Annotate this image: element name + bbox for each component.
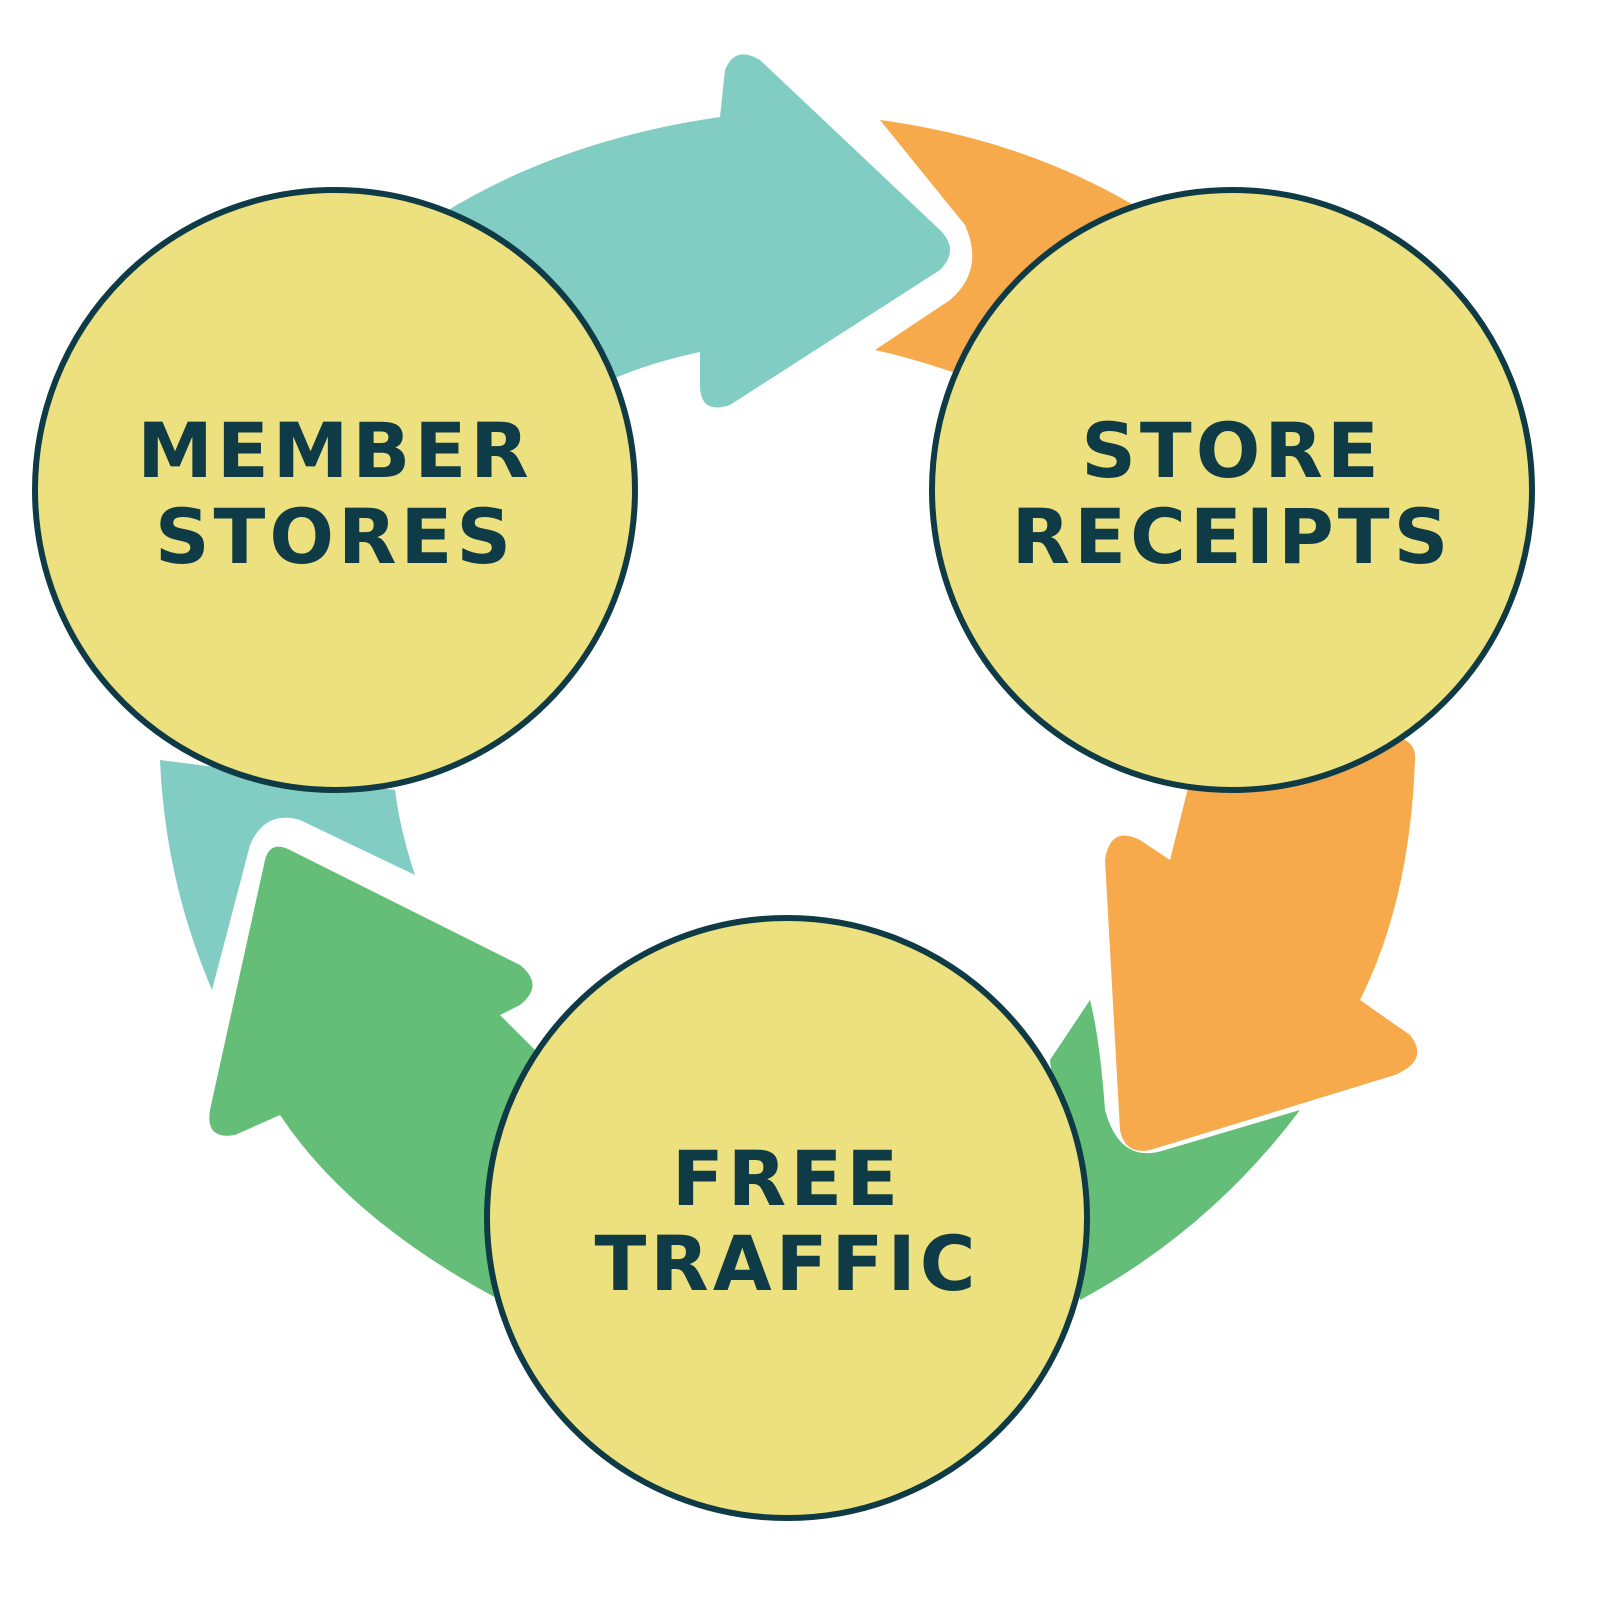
node-free-traffic: FREE TRAFFIC <box>484 915 1090 1521</box>
node-store-receipts: STORE RECEIPTS <box>929 187 1535 793</box>
node-store-receipts-line1: STORE <box>1081 406 1383 495</box>
arrow-free-traffic-to-member-stores <box>209 846 1300 1300</box>
node-member-stores: MEMBER STORES <box>32 187 638 793</box>
node-member-stores-line2: STORES <box>155 492 515 581</box>
node-free-traffic-line2: TRAFFIC <box>594 1219 979 1308</box>
node-store-receipts-line2: RECEIPTS <box>1012 492 1453 581</box>
arrow-store-receipts-to-free-traffic <box>875 120 1418 1151</box>
node-member-stores-line1: MEMBER <box>137 406 533 495</box>
node-free-traffic-line1: FREE <box>672 1134 902 1223</box>
